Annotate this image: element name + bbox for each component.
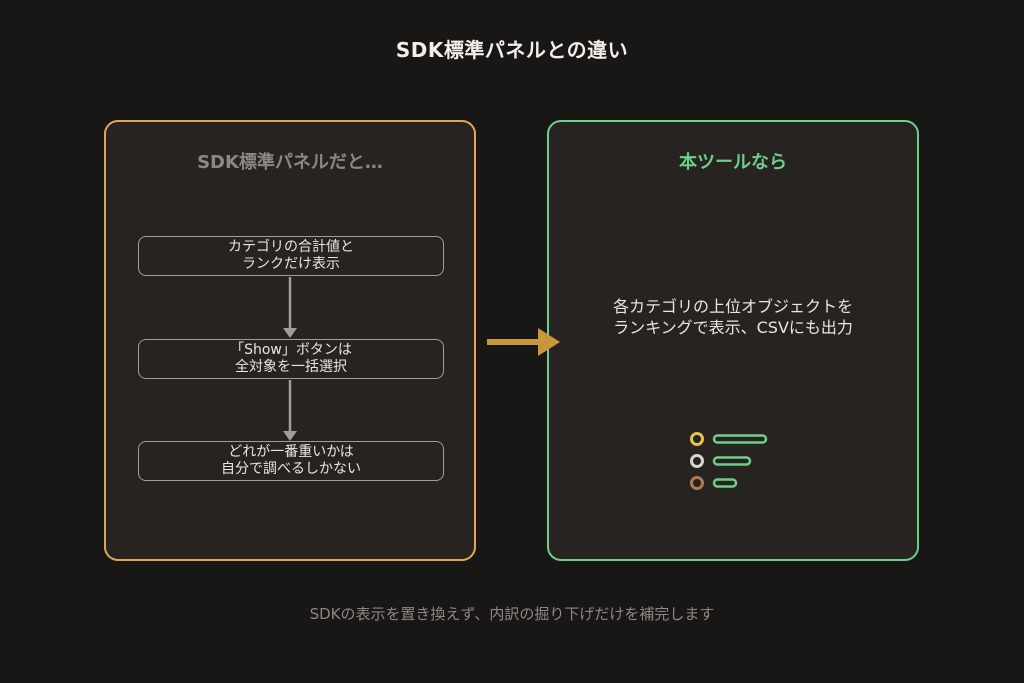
transition-arrow-right-icon — [487, 328, 560, 356]
bronze-medal-icon — [690, 476, 704, 490]
ranking-list-icon — [690, 432, 768, 490]
description-line: 各カテゴリの上位オブジェクトを — [612, 297, 853, 316]
footer-note: SDKの表示を置き換えず、内訳の掘り下げだけを補完します — [309, 605, 715, 623]
step-box-show-button: 「Show」ボタンは 全対象を一括選択 — [138, 339, 444, 379]
step-text-line: カテゴリの合計値と — [228, 239, 354, 255]
gold-medal-icon — [690, 432, 704, 446]
left-panel-heading: SDK標準パネルだと… — [197, 152, 383, 173]
ranking-bar — [712, 434, 768, 444]
step-box-manual-investigation: どれが一番重いかは 自分で調べるしかない — [138, 441, 444, 481]
right-panel-description: 各カテゴリの上位オブジェクトを ランキングで表示、CSVにも出力 — [549, 296, 917, 338]
step-box-category-totals: カテゴリの合計値と ランクだけ表示 — [138, 236, 444, 276]
step-text-line: 自分で調べるしかない — [221, 461, 361, 477]
flow-arrow-down-icon — [283, 277, 297, 338]
left-panel-sdk-standard: SDK標準パネルだと… カテゴリの合計値と ランクだけ表示 「Show」ボタンは… — [104, 120, 476, 561]
ranking-bar — [712, 478, 738, 488]
page-title: SDK標準パネルとの違い — [395, 38, 629, 62]
flow-arrow-down-icon — [283, 380, 297, 441]
step-text-line: 「Show」ボタンは — [230, 342, 352, 358]
step-text-line: どれが一番重いかは — [228, 444, 354, 460]
step-text-line: 全対象を一括選択 — [235, 359, 347, 375]
silver-medal-icon — [690, 454, 704, 468]
step-text-line: ランクだけ表示 — [242, 256, 340, 272]
description-line: ランキングで表示、CSVにも出力 — [613, 318, 853, 337]
right-panel-heading: 本ツールなら — [679, 152, 787, 173]
ranking-bar — [712, 456, 752, 466]
